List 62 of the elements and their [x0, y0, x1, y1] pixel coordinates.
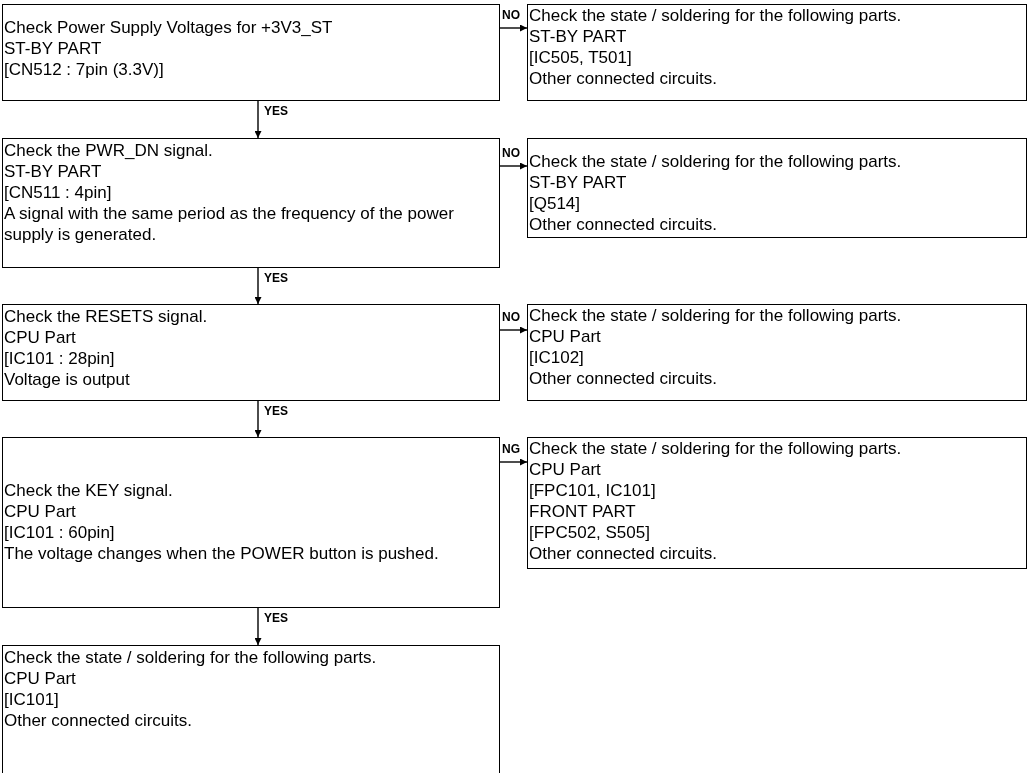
process-box — [527, 138, 1027, 238]
box-text: Check the state / soldering for the following parts. — [529, 438, 903, 459]
box-text: Check the RESETS signal. — [4, 306, 209, 327]
box-text: CPU Part — [529, 459, 602, 480]
arrow — [499, 458, 528, 466]
process-box — [527, 4, 1027, 101]
process-box — [2, 138, 500, 268]
edge-label: YES — [263, 404, 289, 418]
box-text: Check the state / soldering for the following parts. — [529, 305, 903, 326]
edge-label: NG — [501, 442, 521, 456]
box-text: ST-BY PART — [529, 172, 628, 193]
process-box — [527, 304, 1027, 401]
box-text: Other connected circuits. — [4, 710, 194, 731]
box-text: [Q514] — [529, 193, 582, 214]
box-text: [IC101] — [4, 689, 60, 710]
box-text: Voltage is output — [4, 369, 131, 390]
box-text: Other connected circuits. — [529, 214, 719, 235]
box-text: [IC505, T501] — [529, 47, 633, 68]
arrow — [499, 326, 528, 334]
arrow — [254, 267, 262, 305]
box-text: CPU Part — [4, 668, 77, 689]
box-text: [IC102] — [529, 347, 585, 368]
process-box — [2, 437, 500, 608]
box-text: A signal with the same period as the frequency of the power supply is generated. — [4, 203, 455, 245]
box-text: [CN511 : 4pin] — [4, 182, 113, 203]
box-text: [IC101 : 60pin] — [4, 522, 116, 543]
arrow — [254, 100, 262, 139]
box-text: Check the state / soldering for the following parts. — [4, 647, 378, 668]
box-text: Check the state / soldering for the following parts. — [529, 151, 903, 172]
edge-label: NO — [501, 8, 521, 22]
box-text: CPU Part — [529, 326, 602, 347]
box-text: [CN512 : 7pin (3.3V)] — [4, 59, 165, 80]
box-text: Other connected circuits. — [529, 68, 719, 89]
box-text: FRONT PART — [529, 501, 637, 522]
box-text: The voltage changes when the POWER button is pushed. — [4, 543, 440, 564]
box-text: ST-BY PART — [4, 38, 103, 59]
edge-label: YES — [263, 104, 289, 118]
arrow — [499, 162, 528, 170]
box-text: ST-BY PART — [4, 161, 103, 182]
box-text: Other connected circuits. — [529, 543, 719, 564]
box-text: Check the state / soldering for the following parts. — [529, 5, 903, 26]
process-box — [2, 4, 500, 101]
edge-label: NO — [501, 310, 521, 324]
box-text: CPU Part — [4, 327, 77, 348]
box-text: Check the PWR_DN signal. — [4, 140, 214, 161]
arrow — [254, 400, 262, 438]
arrow — [499, 24, 528, 32]
box-text: Other connected circuits. — [529, 368, 719, 389]
process-box — [2, 304, 500, 401]
box-text: Check Power Supply Voltages for +3V3_ST — [4, 17, 334, 38]
box-text: [FPC101, IC101] — [529, 480, 657, 501]
edge-label: NO — [501, 146, 521, 160]
box-text: [IC101 : 28pin] — [4, 348, 116, 369]
box-text: Check the KEY signal. — [4, 480, 174, 501]
arrow — [254, 607, 262, 646]
edge-label: YES — [263, 611, 289, 625]
box-text: [FPC502, S505] — [529, 522, 651, 543]
process-box — [527, 437, 1027, 569]
box-text: CPU Part — [4, 501, 77, 522]
box-text: ST-BY PART — [529, 26, 628, 47]
process-box — [2, 645, 500, 773]
edge-label: YES — [263, 271, 289, 285]
